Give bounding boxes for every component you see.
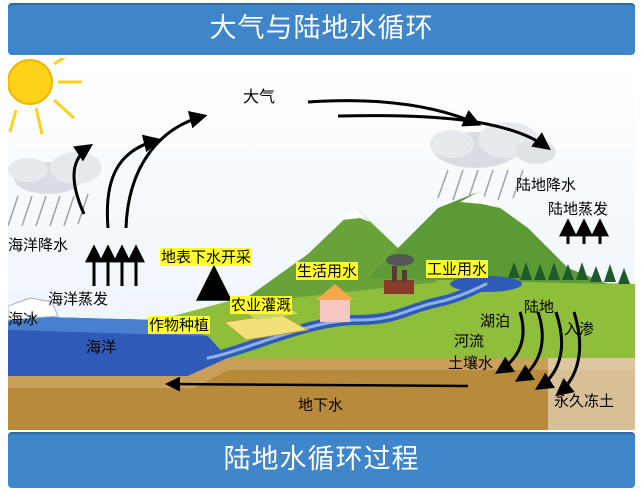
water-cycle-scene: 大气 陆地降水 陆地蒸发 海洋降水 海洋蒸发 海冰 海洋 地表下水开采 生活用水… [7, 48, 635, 430]
atmosphere-flow-arrows [72, 99, 551, 229]
label-river: 河流 [454, 332, 485, 350]
land-evaporation-arrows [559, 218, 609, 244]
label-lake: 湖泊 [480, 312, 511, 330]
label-soil-water: 土壤水 [448, 354, 494, 372]
label-land-evaporation: 陆地蒸发 [548, 200, 609, 218]
label-domestic-water: 生活用水 [296, 262, 359, 280]
label-land-precipitation: 陆地降水 [516, 176, 577, 194]
factory-icon [384, 254, 414, 294]
label-atmosphere: 大气 [243, 87, 276, 106]
label-ocean-evaporation: 海洋蒸发 [48, 290, 109, 308]
label-land: 陆地 [524, 298, 555, 316]
forest-icon [508, 262, 630, 284]
footer-bar: 陆地水循环过程 [8, 432, 635, 488]
diagram-footer: 陆地水循环过程 [223, 444, 420, 475]
infiltration-arrows [494, 311, 582, 397]
label-sea-ice: 海冰 [8, 310, 39, 328]
diagram-title: 大气与陆地水循环 [209, 13, 434, 44]
label-permafrost: 永久冻土 [554, 392, 615, 410]
scene-illustration [7, 48, 635, 430]
house-icon [316, 284, 354, 322]
label-industrial-water: 工业用水 [426, 260, 489, 278]
label-ocean-precipitation: 海洋降水 [8, 236, 69, 254]
land-rain-cloud-icon [430, 122, 556, 201]
ocean-evaporation-arrows [85, 244, 145, 286]
label-groundwater: 地下水 [298, 396, 344, 414]
groundwater-flow-arrow [165, 376, 469, 392]
label-infiltration: 入渗 [564, 320, 595, 338]
label-crop-planting: 作物种植 [148, 316, 211, 334]
label-groundwater-extraction: 地表下水开采 [160, 248, 253, 266]
sea-ice-icon [7, 297, 59, 321]
label-irrigation: 农业灌溉 [230, 296, 293, 314]
title-bar: 大气与陆地水循环 [8, 3, 635, 55]
label-ocean: 海洋 [86, 338, 117, 356]
